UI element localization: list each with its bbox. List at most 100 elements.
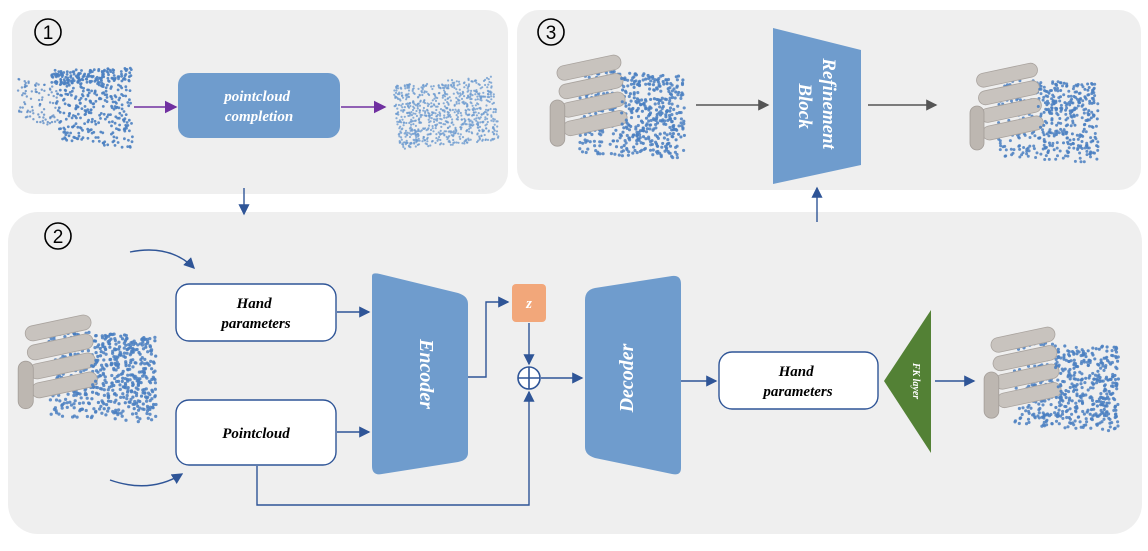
point-cloud-point bbox=[674, 145, 678, 149]
point-cloud-point bbox=[429, 128, 433, 132]
point-cloud-point bbox=[1090, 417, 1094, 421]
point-cloud-point bbox=[998, 139, 1002, 143]
point-cloud-point bbox=[1052, 148, 1056, 152]
point-cloud-point bbox=[601, 152, 605, 156]
point-cloud-point bbox=[84, 97, 88, 101]
point-cloud-point bbox=[637, 80, 641, 84]
point-cloud-point bbox=[408, 135, 412, 139]
point-cloud-point bbox=[80, 86, 83, 89]
point-cloud-point bbox=[447, 79, 450, 82]
point-cloud-point bbox=[125, 336, 129, 340]
point-cloud-point bbox=[55, 73, 59, 77]
point-cloud-point bbox=[106, 143, 110, 147]
point-cloud-point bbox=[658, 113, 663, 117]
point-cloud-point bbox=[1043, 158, 1047, 161]
point-cloud-point bbox=[453, 104, 456, 107]
point-cloud-point bbox=[458, 83, 461, 86]
point-cloud-point bbox=[667, 101, 671, 105]
point-cloud-point bbox=[103, 375, 107, 379]
point-cloud-point bbox=[1064, 396, 1068, 400]
decoder-block bbox=[585, 275, 681, 475]
point-cloud-point bbox=[1050, 422, 1054, 426]
point-cloud-point bbox=[410, 111, 413, 114]
point-cloud-point bbox=[428, 116, 431, 119]
point-cloud-point bbox=[62, 78, 66, 82]
point-cloud-point bbox=[113, 121, 117, 125]
point-cloud-point bbox=[486, 120, 489, 124]
point-cloud-point bbox=[89, 108, 93, 112]
point-cloud-point bbox=[138, 399, 142, 404]
point-cloud-point bbox=[74, 122, 78, 125]
point-cloud-point bbox=[431, 105, 434, 108]
point-cloud-point bbox=[416, 105, 419, 108]
point-cloud-point bbox=[464, 123, 467, 126]
point-cloud-point bbox=[112, 68, 116, 72]
point-cloud-point bbox=[447, 103, 450, 106]
point-cloud-point bbox=[431, 127, 434, 130]
point-cloud-point bbox=[1047, 157, 1051, 161]
point-cloud-point bbox=[446, 126, 449, 130]
point-cloud-point bbox=[37, 83, 40, 86]
point-cloud-point bbox=[497, 135, 500, 138]
curved-arrow-top bbox=[129, 249, 195, 269]
point-cloud-point bbox=[126, 373, 130, 377]
point-cloud-point bbox=[466, 128, 469, 132]
point-cloud-point bbox=[54, 408, 58, 413]
point-cloud-point bbox=[471, 108, 474, 111]
point-cloud-point bbox=[1076, 137, 1080, 141]
point-cloud-point bbox=[644, 137, 648, 141]
point-cloud-point bbox=[664, 147, 669, 152]
point-cloud-point bbox=[53, 68, 57, 72]
point-cloud-point bbox=[436, 117, 439, 120]
point-cloud-point bbox=[1091, 402, 1095, 407]
robot-thumb-shape bbox=[549, 99, 566, 147]
point-cloud-point bbox=[1095, 422, 1099, 426]
point-cloud-point bbox=[1061, 132, 1065, 136]
point-cloud-point bbox=[124, 363, 128, 368]
point-cloud-point bbox=[402, 121, 405, 124]
point-cloud-point bbox=[458, 135, 461, 138]
point-cloud-point bbox=[60, 406, 64, 410]
point-cloud-point bbox=[120, 114, 124, 117]
point-cloud-point bbox=[108, 68, 112, 72]
point-cloud-point bbox=[581, 141, 585, 145]
point-cloud-point bbox=[54, 106, 57, 110]
point-cloud-point bbox=[99, 130, 103, 134]
point-cloud-point bbox=[1087, 109, 1091, 113]
point-cloud-point bbox=[118, 383, 122, 387]
point-cloud-point bbox=[491, 127, 495, 130]
point-cloud-point bbox=[611, 132, 615, 136]
point-cloud-point bbox=[1056, 385, 1060, 389]
point-cloud-point bbox=[1072, 114, 1076, 118]
point-cloud-point bbox=[1096, 362, 1100, 366]
point-cloud-point bbox=[598, 152, 602, 156]
point-cloud-point bbox=[1012, 148, 1016, 152]
point-cloud-point bbox=[1068, 138, 1072, 142]
point-cloud-point bbox=[485, 104, 488, 107]
point-cloud-point bbox=[484, 118, 487, 121]
point-cloud-point bbox=[99, 78, 103, 81]
point-cloud-point bbox=[1070, 101, 1074, 105]
point-cloud-point bbox=[24, 85, 27, 88]
point-cloud-point bbox=[1050, 103, 1054, 107]
completion-box bbox=[178, 73, 340, 138]
point-cloud-point bbox=[1063, 392, 1067, 396]
point-cloud-point bbox=[1083, 122, 1087, 126]
point-cloud-point bbox=[587, 75, 591, 79]
point-cloud-point bbox=[414, 133, 417, 136]
point-cloud-point bbox=[1113, 426, 1117, 430]
circle-plus-icon bbox=[517, 366, 541, 390]
point-cloud-point bbox=[73, 399, 77, 403]
point-cloud-point bbox=[130, 340, 135, 344]
point-cloud-point bbox=[126, 145, 130, 149]
point-cloud-point bbox=[113, 77, 117, 81]
point-cloud-point bbox=[151, 405, 155, 409]
point-cloud-point bbox=[404, 87, 407, 90]
point-cloud-point bbox=[90, 414, 94, 418]
point-cloud-point bbox=[1053, 344, 1057, 348]
point-cloud-point bbox=[1058, 99, 1062, 103]
point-cloud-point bbox=[674, 75, 678, 79]
point-cloud-point bbox=[475, 90, 478, 93]
point-cloud-point bbox=[79, 116, 82, 120]
point-cloud-point bbox=[94, 136, 98, 139]
